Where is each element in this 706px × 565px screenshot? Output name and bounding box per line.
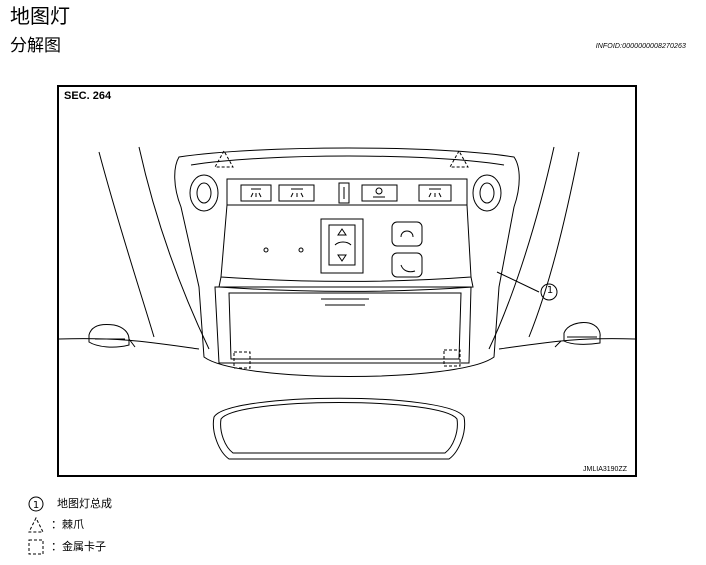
exploded-view-figure: SEC. 264 JMLIA3190ZZ bbox=[57, 85, 637, 477]
legend-item-metal-clip: ： 金属卡子 bbox=[27, 538, 106, 556]
page-subtitle: 分解图 bbox=[10, 36, 61, 56]
legend-text: 金属卡子 bbox=[62, 540, 106, 553]
svg-text:1: 1 bbox=[33, 500, 39, 511]
info-id: INFOID:0000000008270263 bbox=[595, 43, 686, 50]
figure-code: JMLIA3190ZZ bbox=[583, 466, 627, 473]
legend-item-pawl: ： 棘爪 bbox=[27, 516, 84, 534]
circle-1-icon: 1 bbox=[27, 495, 45, 513]
legend-item-assembly: 1 地图灯总成 bbox=[27, 495, 112, 513]
legend-text: 地图灯总成 bbox=[57, 497, 112, 510]
dashed-square-icon bbox=[27, 538, 45, 556]
page-title: 地图灯 bbox=[10, 4, 70, 28]
dashed-triangle-icon bbox=[27, 516, 45, 534]
legend-sep: ： bbox=[51, 518, 62, 531]
callout-number: 1 bbox=[546, 285, 554, 296]
legend-sep: ： bbox=[51, 540, 62, 553]
section-label: SEC. 264 bbox=[64, 90, 112, 102]
map-lamp-drawing bbox=[59, 146, 635, 460]
legend-text: 棘爪 bbox=[62, 518, 84, 531]
